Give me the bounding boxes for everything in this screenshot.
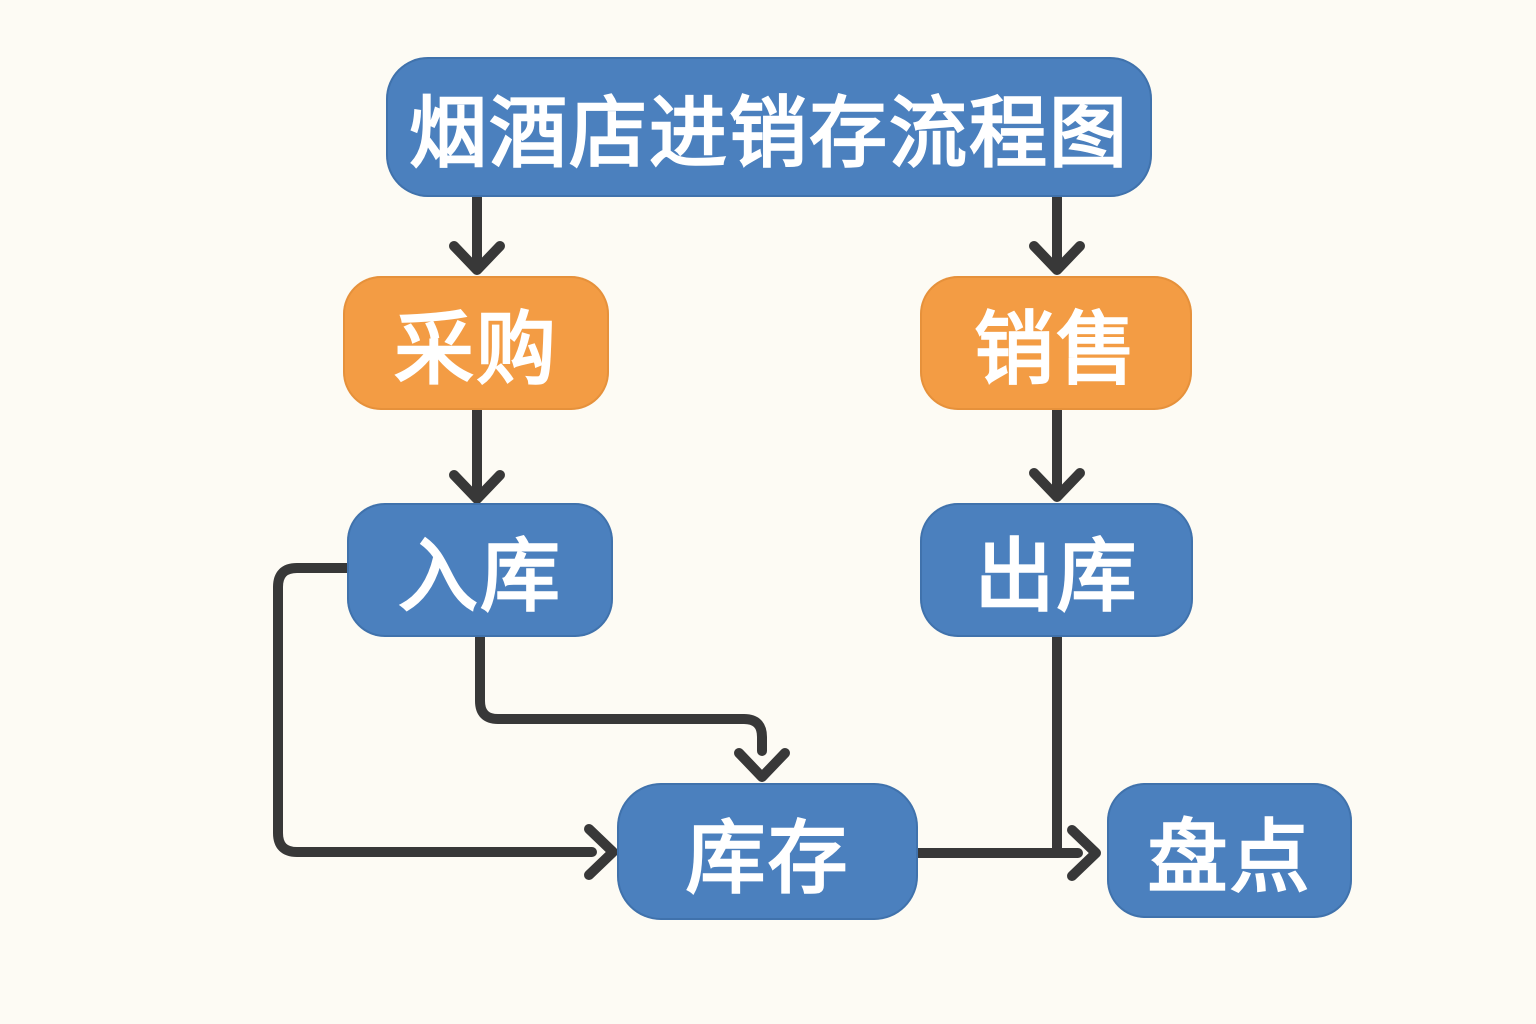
flow-node-outbound: 出库 <box>920 503 1193 637</box>
arrowhead-right-inventory-icon <box>584 824 618 880</box>
arrowhead-down-inventory-icon <box>734 748 790 782</box>
edge-inbound-to-inventory-left <box>273 563 597 857</box>
arrowhead-down-outbound-icon <box>1029 468 1085 502</box>
edge-inbound-to-inventory-top <box>475 632 767 756</box>
flow-node-sales: 销售 <box>920 276 1192 410</box>
arrowhead-down-purchase-icon <box>449 241 505 275</box>
arrowhead-down-sales-icon <box>1029 241 1085 275</box>
arrowhead-right-stocktake-icon <box>1067 825 1101 881</box>
flow-node-inventory: 库存 <box>617 783 918 920</box>
arrowhead-down-inbound-icon <box>449 470 505 504</box>
flow-node-inbound: 入库 <box>347 503 613 637</box>
flow-node-purchase: 采购 <box>343 276 609 410</box>
flow-node-stocktake: 盘点 <box>1107 783 1352 918</box>
flow-node-title: 烟酒店进销存流程图 <box>386 57 1152 197</box>
